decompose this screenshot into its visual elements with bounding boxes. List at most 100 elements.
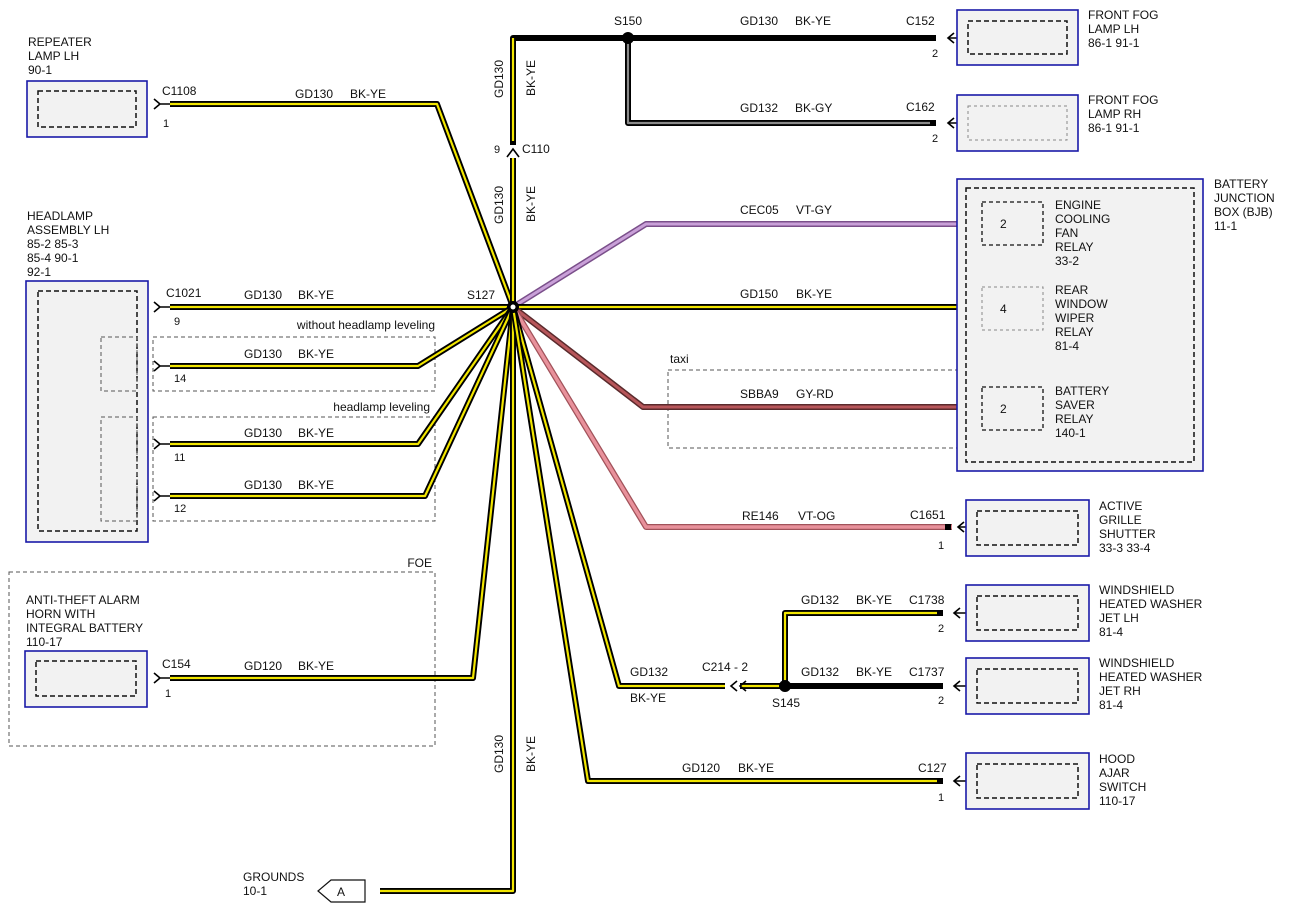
wire-headlamp-14 bbox=[170, 304, 515, 369]
horn-line2: HORN WITH bbox=[26, 607, 95, 621]
fog-rh-line1: FRONT FOG bbox=[1088, 93, 1158, 107]
label-taxi: taxi bbox=[670, 352, 689, 366]
washer-lh-ref: 81-4 bbox=[1099, 625, 1123, 639]
washer-rh-box bbox=[965, 657, 1090, 715]
c162-pin: 2 bbox=[932, 133, 938, 145]
bjb-inner bbox=[965, 187, 1195, 463]
washer-rh-ref: 81-4 bbox=[1099, 698, 1123, 712]
splice-s150 bbox=[622, 32, 634, 44]
wires bbox=[170, 35, 957, 894]
relay-fan-box bbox=[981, 201, 1044, 246]
wire-rear-wiper-circuit: GD150 bbox=[740, 287, 778, 301]
grille-box bbox=[965, 499, 1090, 557]
c162-name: C162 bbox=[906, 100, 935, 114]
relay-saver-line3: RELAY bbox=[1055, 412, 1093, 426]
repeater-box bbox=[26, 80, 148, 138]
washer-lh-line1: WINDSHIELD bbox=[1099, 583, 1175, 597]
repeater-ref: 90-1 bbox=[28, 63, 52, 77]
c1738-socket bbox=[937, 610, 943, 616]
washer-rh-inner bbox=[976, 668, 1079, 704]
component-washer-jet-rh: WINDSHIELD HEATED WASHER JET RH 81-4 bbox=[965, 656, 1203, 715]
bjb-box bbox=[956, 178, 1204, 472]
wire-headlamp-9-color: BK-YE bbox=[298, 288, 334, 302]
c1651-pin: 1 bbox=[938, 540, 944, 552]
relay-saver-pin: 2 bbox=[1000, 402, 1007, 416]
splice-s145 bbox=[779, 680, 791, 692]
repeater-line1: REPEATER bbox=[28, 35, 92, 49]
horn-box bbox=[24, 650, 148, 708]
wire-headlamp-11-color: BK-YE bbox=[298, 426, 334, 440]
component-grounds: GROUNDS 10-1 A bbox=[243, 870, 366, 903]
label-s150: S150 bbox=[614, 14, 642, 28]
hood-box bbox=[965, 752, 1090, 810]
wire-headlamp-14-circuit: GD130 bbox=[244, 347, 282, 361]
c110-symbol bbox=[506, 147, 520, 158]
c1108-pin: 1 bbox=[163, 118, 169, 130]
region-headlamp-leveling bbox=[152, 416, 436, 522]
washer-rh-line1: WINDSHIELD bbox=[1099, 656, 1175, 670]
wire-hood-circuit: GD120 bbox=[682, 761, 720, 775]
c152-socket bbox=[930, 35, 936, 41]
relay-saver-line1: BATTERY bbox=[1055, 384, 1109, 398]
wire-repeater-circuit: GD130 bbox=[295, 87, 333, 101]
wire-repeater bbox=[170, 101, 516, 309]
headlamp-sub-2 bbox=[100, 416, 138, 522]
c154-pin: 1 bbox=[165, 688, 171, 700]
component-washer-jet-lh: WINDSHIELD HEATED WASHER JET LH 81-4 bbox=[965, 583, 1203, 642]
wire-hood bbox=[510, 306, 937, 784]
wire-horn bbox=[170, 306, 516, 681]
wire-washer-lh-circuit: GD132 bbox=[801, 593, 839, 607]
wire-headlamp-11-circuit: GD130 bbox=[244, 426, 282, 440]
c1021-14-pin: 14 bbox=[174, 373, 186, 385]
hood-ref: 110-17 bbox=[1099, 794, 1136, 808]
c1021-14-symbol bbox=[153, 360, 170, 372]
headlamp-ref3: 92-1 bbox=[27, 265, 51, 279]
wire-cooling-fan-circuit: CEC05 bbox=[740, 203, 779, 217]
headlamp-ref1: 85-2 85-3 bbox=[27, 237, 79, 251]
wire-labels: GD130 BK-YE GD130 BK-YE GD130 BK-YE GD13… bbox=[244, 14, 892, 775]
c162-socket bbox=[930, 120, 936, 126]
wire-washer-rh-color: BK-YE bbox=[856, 665, 892, 679]
wire-washer-lh-color: BK-YE bbox=[856, 593, 892, 607]
relay-saver-line2: SAVER bbox=[1055, 398, 1095, 412]
c154-symbol bbox=[153, 672, 170, 684]
wire-battery-saver-color: GY-RD bbox=[796, 387, 834, 401]
headlamp-line2: ASSEMBLY LH bbox=[27, 223, 109, 237]
horn-ref: 110-17 bbox=[26, 635, 63, 649]
fog-rh-box bbox=[956, 94, 1079, 152]
bjb-line3: BOX (BJB) bbox=[1214, 205, 1273, 219]
wire-washer-lh bbox=[782, 610, 937, 686]
wire-fog-lh-color: BK-YE bbox=[795, 14, 831, 28]
wire-horn-circuit: GD120 bbox=[244, 659, 282, 673]
fog-lh-line2: LAMP LH bbox=[1088, 22, 1139, 36]
relay-wiper-line1: REAR bbox=[1055, 283, 1089, 297]
relay-saver-box bbox=[981, 386, 1044, 431]
c1021-9-symbol bbox=[153, 301, 170, 313]
wire-vertical-mid-color: BK-YE bbox=[524, 186, 538, 222]
c1021-11-pin: 11 bbox=[174, 452, 185, 464]
wire-fog-rh-color: BK-GY bbox=[795, 101, 832, 115]
relay-wiper-line4: RELAY bbox=[1055, 325, 1093, 339]
c214-symbol bbox=[729, 680, 738, 692]
fog-rh-line2: LAMP RH bbox=[1088, 107, 1141, 121]
wire-s127-c214 bbox=[510, 306, 725, 689]
wire-battery-saver-circuit: SBBA9 bbox=[740, 387, 779, 401]
c1021-11-symbol bbox=[153, 438, 170, 450]
headlamp-line1: HEADLAMP bbox=[27, 209, 93, 223]
c214-symbol-2 bbox=[738, 680, 747, 692]
grounds-ref: 10-1 bbox=[243, 884, 267, 898]
c1737-name: C1737 bbox=[909, 665, 945, 679]
bjb-ref: 11-1 bbox=[1214, 219, 1237, 233]
grille-line1: ACTIVE bbox=[1099, 499, 1142, 513]
label-s145: S145 bbox=[772, 696, 800, 710]
c110-socket bbox=[510, 141, 516, 145]
component-repeater-lamp-lh: REPEATER LAMP LH 90-1 bbox=[26, 35, 148, 138]
splice-s127-center bbox=[510, 304, 516, 310]
relay-battery-saver: 2 BATTERY SAVER RELAY 140-1 bbox=[981, 384, 1109, 440]
wire-washer-rh-circuit: GD132 bbox=[801, 665, 839, 679]
component-headlamp-assembly-lh: HEADLAMP ASSEMBLY LH 85-2 85-3 85-4 90-1… bbox=[25, 209, 149, 543]
fog-lh-inner bbox=[967, 20, 1068, 55]
wire-vertical-lower-circuit: GD130 bbox=[492, 735, 506, 773]
wire-headlamp-11 bbox=[170, 305, 516, 447]
